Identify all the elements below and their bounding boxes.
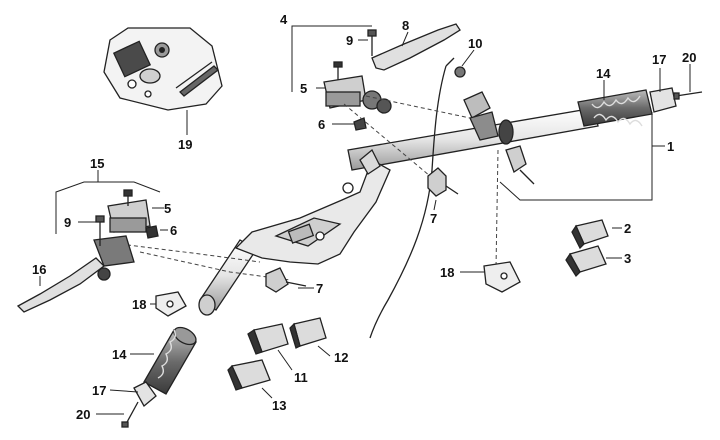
callout-8: 8 xyxy=(402,18,409,33)
callout-14-right: 14 xyxy=(596,66,611,81)
callout-5-left: 5 xyxy=(164,201,171,216)
callout-20-right: 20 xyxy=(682,50,696,65)
callout-5-right: 5 xyxy=(300,81,307,96)
throttle-housing xyxy=(454,66,535,185)
callout-7-right: 7 xyxy=(430,211,437,226)
callout-17-right: 17 xyxy=(652,52,666,67)
callout-18-left: 18 xyxy=(132,297,146,312)
brake-lever-left xyxy=(16,257,105,313)
master-cylinder-left xyxy=(93,189,159,281)
inset-reservoir-detail xyxy=(103,27,223,111)
callout-4: 4 xyxy=(280,12,288,27)
callout-11: 11 xyxy=(294,370,308,385)
callout-7-left: 7 xyxy=(316,281,323,296)
callout-10: 10 xyxy=(468,36,482,51)
bar-end-left xyxy=(133,381,157,408)
screw-left-20 xyxy=(121,401,139,428)
handlebar-tube xyxy=(198,107,599,316)
callout-19: 19 xyxy=(178,137,192,152)
callout-18-right: 18 xyxy=(440,265,454,280)
callout-6-right: 6 xyxy=(318,117,325,132)
callout-1: 1 xyxy=(667,139,674,154)
switch-3 xyxy=(565,245,607,278)
grip-left xyxy=(143,326,197,395)
callout-13: 13 xyxy=(272,398,286,413)
switch-2 xyxy=(571,219,609,250)
callout-20-left: 20 xyxy=(76,407,90,422)
bolt-right-9 xyxy=(367,29,377,56)
screw-right-20 xyxy=(673,91,703,100)
switch-12 xyxy=(289,317,327,349)
master-cylinder-right xyxy=(323,61,392,114)
clamp-right-7 xyxy=(427,167,459,197)
callout-15: 15 xyxy=(90,156,104,171)
callout-16: 16 xyxy=(32,262,46,277)
bolt-left-9 xyxy=(95,215,105,246)
callout-12: 12 xyxy=(334,350,348,365)
callout-14-left: 14 xyxy=(112,347,127,362)
callout-2: 2 xyxy=(624,221,631,236)
clamp-left-7 xyxy=(265,267,307,293)
switch-11 xyxy=(247,323,289,355)
callout-3: 3 xyxy=(624,251,631,266)
grip-right xyxy=(577,89,653,127)
switch-13 xyxy=(227,359,271,391)
callout-9-right: 9 xyxy=(346,33,353,48)
callout-6-left: 6 xyxy=(170,223,177,238)
bar-end-right xyxy=(649,87,677,113)
callout-9-left: 9 xyxy=(64,215,71,230)
brake-lever-right xyxy=(371,23,461,71)
handlebar-frame-bracket xyxy=(234,148,391,265)
callout-17-left: 17 xyxy=(92,383,106,398)
